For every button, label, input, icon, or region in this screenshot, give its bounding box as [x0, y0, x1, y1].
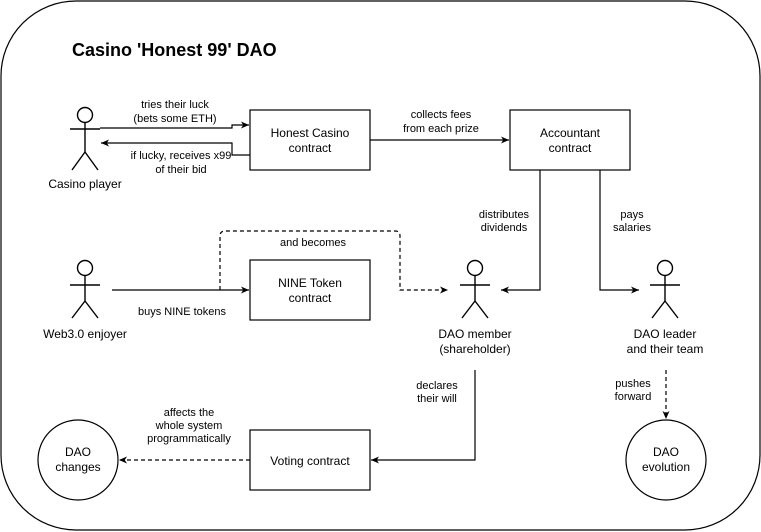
dividends-arrow	[501, 170, 541, 294]
dao-evolution-label-1: DAO	[653, 445, 679, 459]
affects-label-3: programmatically	[147, 433, 231, 445]
dao-leader-label-2: and their team	[627, 342, 704, 356]
voting-label: Voting contract	[270, 454, 350, 468]
bets-arrow	[100, 121, 249, 129]
and-becomes-label: and becomes	[280, 237, 347, 249]
pushes-label-2: forward	[615, 391, 652, 403]
pays-label-2: salaries	[613, 222, 651, 234]
honest-casino-label-1: Honest Casino	[271, 126, 350, 140]
distributes-label-2: dividends	[481, 222, 528, 234]
dao-evolution-circle	[625, 419, 707, 501]
becomes-arrow	[219, 230, 448, 294]
tries-luck-label-2: (bets some ETH)	[133, 113, 216, 125]
nine-token-label-1: NINE Token	[278, 276, 342, 290]
dao-member-label-1: DAO member	[438, 327, 511, 341]
distributes-label-1: distributes	[479, 209, 530, 221]
voting-box	[249, 429, 371, 491]
dao-member-actor	[460, 259, 490, 319]
payout-arrow	[101, 139, 250, 156]
collects-fees-label-2: from each prize	[403, 123, 479, 135]
dao-leader-label-1: DAO leader	[634, 327, 697, 341]
pushes-label-1: pushes	[615, 378, 651, 390]
tries-luck-label-1: tries their luck	[141, 99, 209, 111]
dao-member-label-2: (shareholder)	[439, 342, 510, 356]
declares-arrow	[371, 370, 476, 464]
accountant-label-1: Accountant	[540, 126, 601, 140]
receives-label-2: of their bid	[155, 164, 206, 176]
dao-evolution-label-2: evolution	[642, 460, 690, 474]
accountant-box	[509, 109, 631, 171]
casino-player-actor	[70, 106, 100, 171]
dao-leader-actor	[650, 259, 680, 319]
honest-casino-box	[249, 109, 371, 171]
salaries-arrow	[599, 170, 639, 294]
casino-player-label: Casino player	[48, 177, 121, 191]
receives-label-1: if lucky, receives x99	[131, 150, 232, 162]
pays-label-1: pays	[620, 209, 644, 221]
declares-label-2: their will	[417, 393, 457, 405]
dao-changes-label-2: changes	[55, 460, 100, 474]
collects-fees-label-1: collects fees	[411, 109, 472, 121]
honest-casino-label-2: contract	[289, 141, 332, 155]
nine-token-label-2: contract	[289, 291, 332, 305]
dao-changes-circle	[37, 419, 119, 501]
web3-enjoyer-label: Web3.0 enjoyer	[43, 327, 127, 341]
declares-label-1: declares	[416, 380, 458, 392]
nine-token-box	[249, 259, 371, 321]
web3-enjoyer-actor	[70, 259, 100, 319]
affects-label-2: whole system	[155, 420, 223, 432]
diagram-title: Casino 'Honest 99' DAO	[72, 40, 277, 60]
accountant-label-2: contract	[549, 141, 592, 155]
buys-tokens-label: buys NINE tokens	[138, 306, 227, 318]
affects-label-1: affects the	[164, 407, 215, 419]
dao-changes-label-1: DAO	[65, 445, 91, 459]
